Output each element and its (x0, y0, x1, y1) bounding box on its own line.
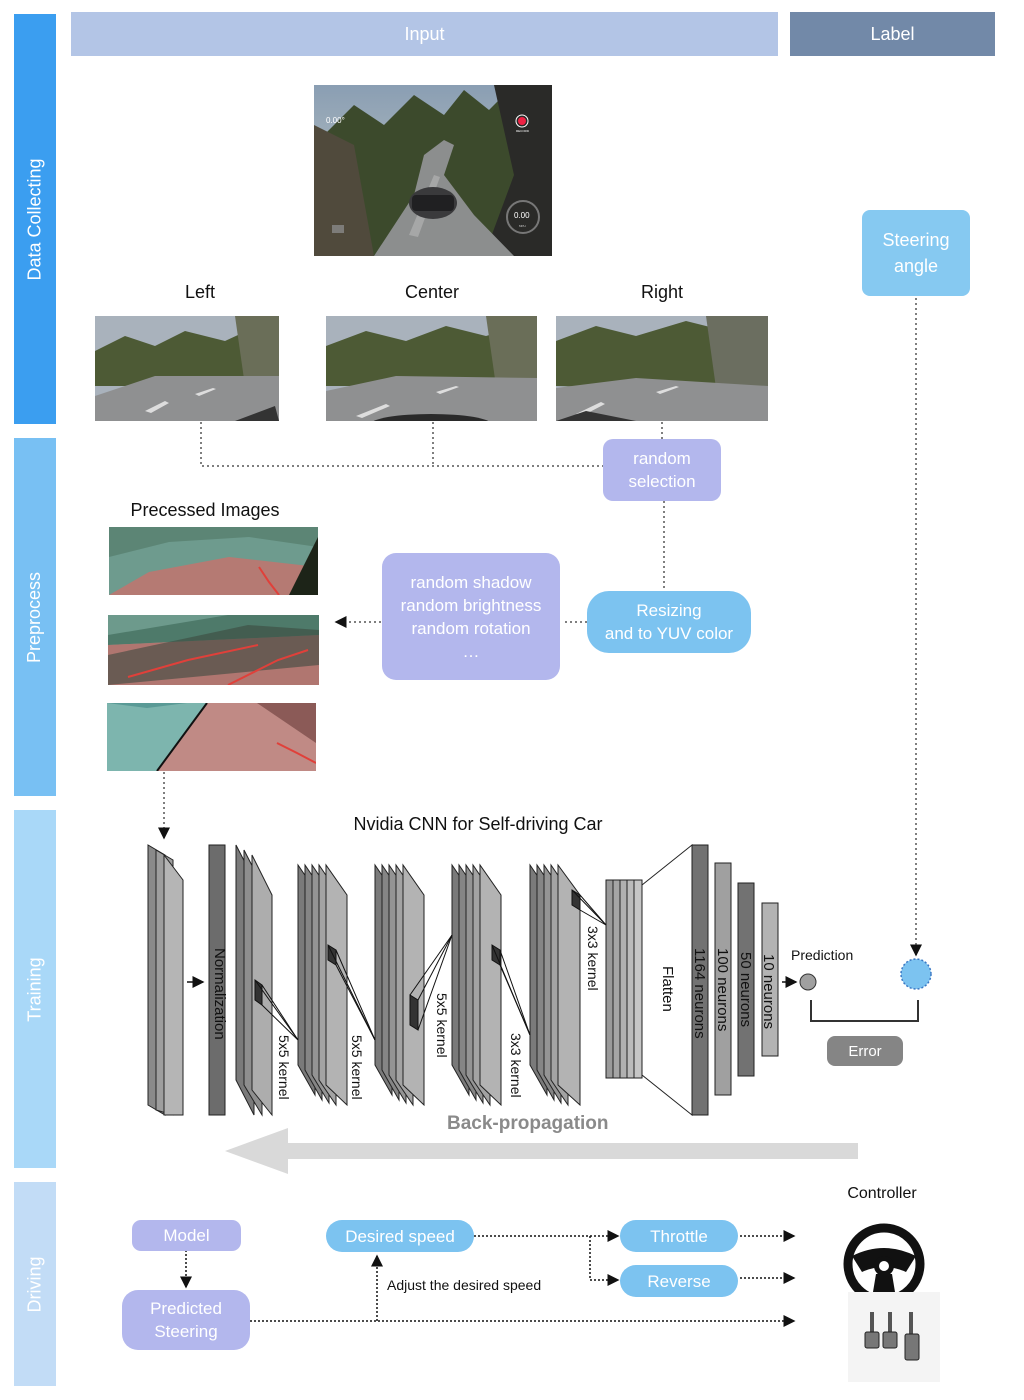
processed-image-3 (107, 703, 316, 771)
steering-wheel-icon (843, 1223, 925, 1305)
sim-record: RECORD (516, 129, 530, 133)
processed-image-2 (108, 615, 319, 685)
cnn-dense-100 (714, 862, 732, 1096)
prediction-label: Prediction (791, 947, 854, 963)
throttle-box: Throttle (620, 1220, 738, 1252)
prediction-node (799, 973, 817, 991)
dense-label-50: 50 neurons (737, 952, 754, 1028)
predicted-steering-box: Predicted Steering (122, 1290, 250, 1350)
backprop-arrow (225, 1128, 858, 1174)
dense-label-10: 10 neurons (760, 954, 777, 1030)
camera-center-image (326, 316, 537, 421)
camera-right-image (556, 316, 768, 421)
header-label: Label (790, 12, 995, 56)
kernel-label-1: 5x5 kernel (276, 1035, 292, 1100)
cnn-dense-10 (761, 902, 779, 1057)
desired-speed-box: Desired speed (326, 1220, 474, 1252)
connector-left (200, 422, 603, 467)
dense-label-100: 100 neurons (714, 948, 731, 1032)
kernel-label-5: 3x3 kernel (585, 926, 601, 991)
dense-label-1164: 1164 neurons (691, 948, 708, 1039)
sim-angle: 0.00° (326, 116, 345, 125)
cnn-input-planes (147, 844, 184, 1116)
backprop-label: Back-propagation (447, 1113, 609, 1134)
kernel-label-4: 3x3 kernel (508, 1033, 524, 1098)
cnn-title: Nvidia CNN for Self-driving Car (353, 814, 603, 834)
steering-angle-box: Steering angle (862, 210, 970, 296)
simulator-screenshot: 0.00° RECORD 0.00 MPH (314, 85, 552, 256)
processed-images-title: Precessed Images (130, 500, 280, 520)
cnn-conv-4 (451, 863, 502, 1107)
cnn-conv-1 (235, 844, 273, 1117)
pedals-icon (848, 1292, 940, 1382)
cnn-normalization-layer (208, 844, 226, 1116)
controller-label: Controller (847, 1185, 917, 1202)
sim-speed: 0.00 (514, 211, 530, 220)
kernel-label-2: 5x5 kernel (349, 1035, 365, 1100)
error-box: Error (827, 1036, 903, 1066)
stage-data-collecting: Data Collecting (14, 14, 56, 424)
cnn-conv-5 (529, 863, 581, 1107)
random-selection-box: random selection (603, 439, 721, 501)
cnn-dense-50 (737, 882, 755, 1077)
normalization-label: Normalization (211, 948, 228, 1040)
model-box: Model (132, 1220, 241, 1251)
camera-right-label: Right (640, 282, 684, 302)
stage-training: Training (14, 810, 56, 1168)
resizing-box: Resizing and to YUV color (587, 591, 751, 653)
cnn-conv-3 (374, 863, 425, 1107)
cnn-conv-6 (605, 879, 643, 1079)
processed-image-1 (109, 527, 318, 595)
header-input: Input (71, 12, 778, 56)
label-node (900, 958, 932, 990)
cnn-dense-1164 (691, 844, 709, 1116)
kernel-label-3: 5x5 kernel (434, 993, 450, 1058)
cnn-kernel-lines (254, 889, 607, 1041)
augmentation-box: random shadow random brightness random r… (382, 553, 560, 680)
camera-left-label: Left (184, 282, 216, 302)
sim-mph: MPH (519, 224, 526, 228)
reverse-box: Reverse (620, 1265, 738, 1297)
stage-driving: Driving (14, 1182, 56, 1386)
adjust-speed-label: Adjust the desired speed (387, 1277, 542, 1293)
flatten-label: Flatten (659, 966, 676, 1012)
error-bracket (810, 1000, 919, 1022)
cnn-conv-2 (297, 863, 348, 1107)
camera-center-label: Center (404, 282, 460, 302)
stage-preprocess: Preprocess (14, 438, 56, 796)
camera-left-image (95, 316, 279, 421)
